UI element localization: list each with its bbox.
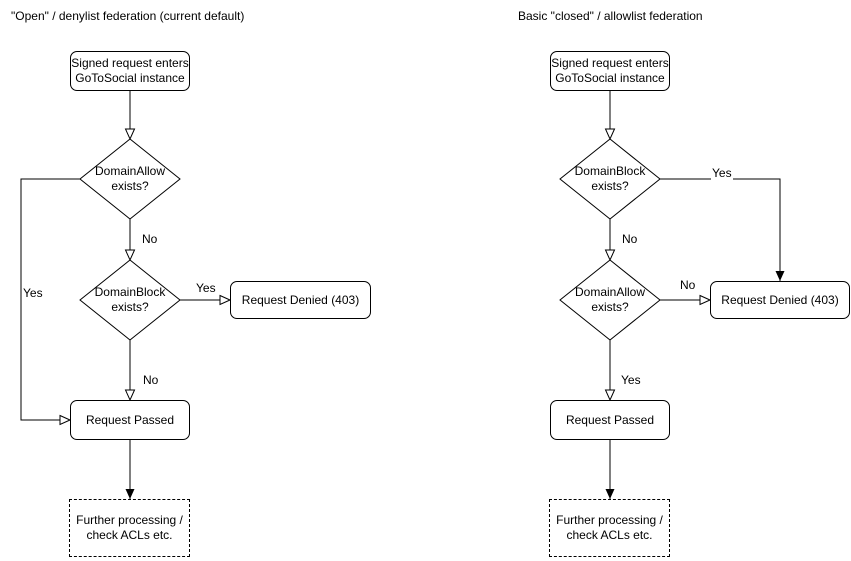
left-further-node: Further processing / check ACLs etc. [69, 499, 190, 557]
right-decision2-yes-label: Yes [620, 373, 642, 387]
left-edge-decision1-yes [20, 178, 80, 420]
left-chart-title: "Open" / denylist federation (current de… [11, 9, 245, 23]
right-further-node: Further processing / check ACLs etc. [549, 499, 670, 557]
right-denied-node: Request Denied (403) [710, 281, 850, 319]
right-decision1-no-label: No [621, 232, 639, 246]
left-start-node: Signed request enters GoToSocial instanc… [70, 51, 190, 91]
left-decision2-yes-label: Yes [195, 281, 217, 295]
left-decision1-diamond [79, 138, 181, 220]
left-decision2-no-label: No [142, 373, 160, 387]
right-decision1-diamond [559, 138, 661, 220]
right-edge-decision1-yes [660, 178, 785, 281]
left-denied-node: Request Denied (403) [230, 281, 371, 319]
right-decision2-no-label: No [679, 278, 697, 292]
left-decision1-no-label: No [141, 232, 159, 246]
right-chart-title: Basic "closed" / allowlist federation [518, 9, 703, 23]
left-passed-node: Request Passed [70, 400, 190, 440]
right-passed-node: Request Passed [550, 400, 670, 440]
left-decision2-diamond [79, 259, 181, 341]
right-decision2-diamond [559, 259, 661, 341]
right-start-node: Signed request enters GoToSocial instanc… [550, 51, 670, 91]
left-decision1-yes-label: Yes [22, 286, 44, 300]
right-decision1-yes-label: Yes [711, 166, 733, 180]
